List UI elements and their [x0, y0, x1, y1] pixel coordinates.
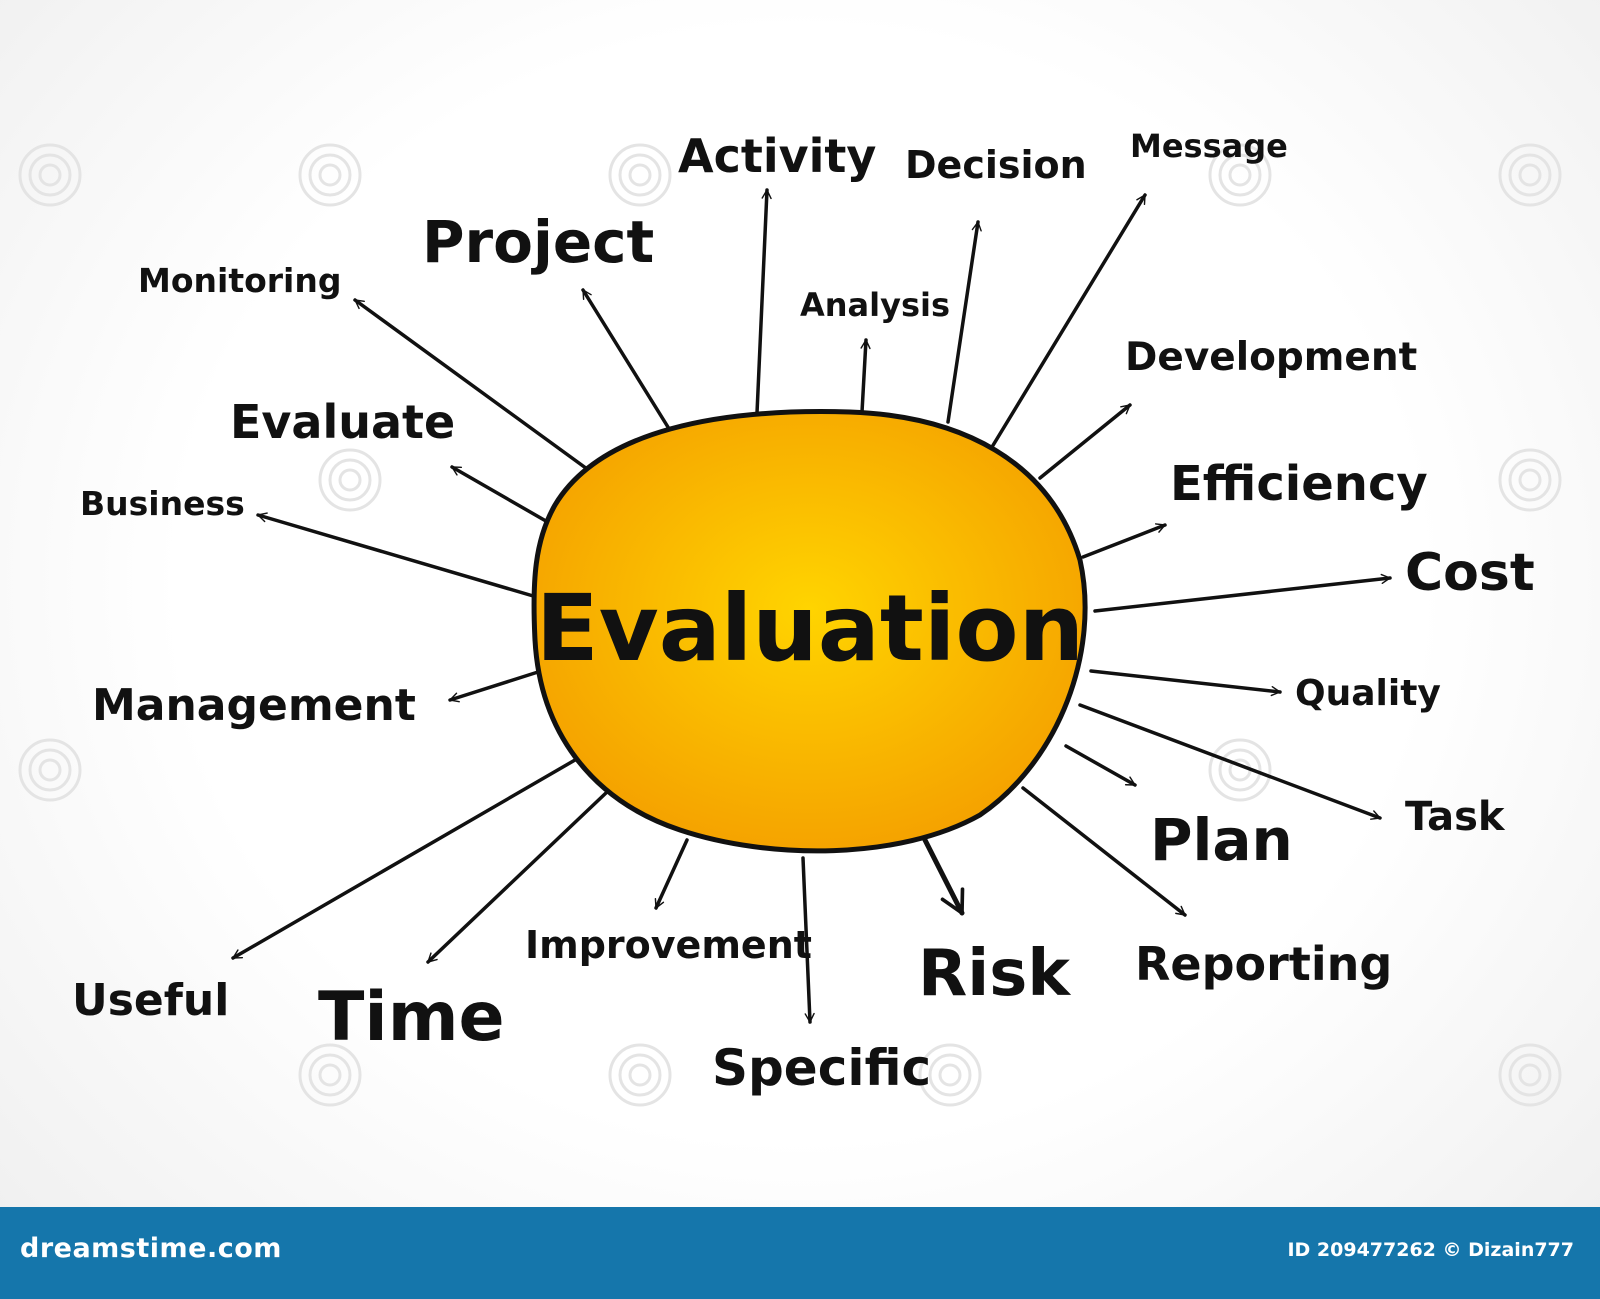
footer-site-name[interactable]: dreamstime.com — [20, 1233, 282, 1264]
branch-label-activity: Activity — [678, 129, 876, 183]
spiral-icon — [1498, 143, 1562, 207]
branch-label-specific: Specific — [712, 1039, 931, 1097]
arrow-to-business — [256, 512, 542, 600]
arrow-to-plan — [1064, 744, 1137, 787]
center-label: Evaluation — [536, 575, 1084, 682]
arrow-to-development — [1038, 403, 1132, 480]
arrow-to-analysis — [860, 338, 871, 414]
arrow-to-efficiency — [1081, 523, 1167, 559]
arrow-to-useful — [231, 758, 577, 960]
branch-label-efficiency: Efficiency — [1170, 456, 1428, 512]
arrow-to-specific — [801, 856, 815, 1024]
arrow-to-quality — [1089, 669, 1282, 697]
arrow-layer — [231, 188, 1392, 1024]
branch-label-cost: Cost — [1405, 543, 1535, 603]
branch-label-management: Management — [92, 680, 416, 731]
spiral-icon — [18, 738, 82, 802]
center-ellipse — [531, 409, 1088, 854]
branch-label-project: Project — [422, 208, 654, 276]
arrow-to-cost — [1093, 573, 1392, 613]
spiral-icon — [18, 143, 82, 207]
spiral-icon — [298, 143, 362, 207]
spiral-icon — [298, 1043, 362, 1107]
spiral-icon — [1208, 738, 1272, 802]
arrow-to-management — [448, 670, 540, 703]
footer-bar: dreamstime.com ID 209477262 © Dizain777 — [0, 1207, 1600, 1299]
arrow-to-project — [581, 288, 678, 442]
branch-label-development: Development — [1125, 335, 1417, 380]
arrow-to-activity — [755, 188, 772, 415]
branch-label-monitoring: Monitoring — [138, 261, 341, 300]
branch-label-message: Message — [1130, 127, 1288, 165]
spiral-icon — [1498, 1043, 1562, 1107]
spiral-icon — [918, 1043, 982, 1107]
arrow-to-time — [426, 790, 609, 964]
branch-label-reporting: Reporting — [1135, 937, 1392, 991]
arrow-to-risk — [922, 837, 965, 916]
spiral-icon — [318, 448, 382, 512]
branch-label-improvement: Improvement — [525, 923, 812, 967]
spiral-icon — [608, 1043, 672, 1107]
spiral-icon — [1208, 143, 1272, 207]
arrow-to-monitoring — [353, 298, 607, 484]
mind-map: Evaluation Activity Decision MessageProjec… — [18, 127, 1562, 1107]
branch-label-business: Business — [80, 484, 245, 523]
branch-label-decision: Decision — [905, 143, 1087, 187]
branch-label-quality: Quality — [1295, 673, 1441, 714]
branch-label-useful: Useful — [72, 975, 229, 1026]
spiral-icon — [608, 143, 672, 207]
arrow-to-task — [1078, 703, 1382, 820]
footer-credit: ID 209477262 © Dizain777 — [1287, 1239, 1574, 1261]
center-node: Evaluation — [531, 409, 1088, 854]
branch-label-task: Task — [1405, 794, 1506, 840]
arrow-to-improvement — [654, 838, 689, 910]
arrow-to-reporting — [1021, 786, 1187, 917]
branch-label-analysis: Analysis — [800, 286, 950, 324]
arrow-to-decision — [946, 220, 982, 424]
spiral-icon — [1498, 448, 1562, 512]
branch-label-evaluate: Evaluate — [230, 395, 455, 449]
branch-label-risk: Risk — [918, 937, 1071, 1011]
branch-label-time: Time — [318, 978, 505, 1057]
branch-label-plan: Plan — [1150, 806, 1293, 874]
arrow-to-message — [990, 193, 1147, 449]
